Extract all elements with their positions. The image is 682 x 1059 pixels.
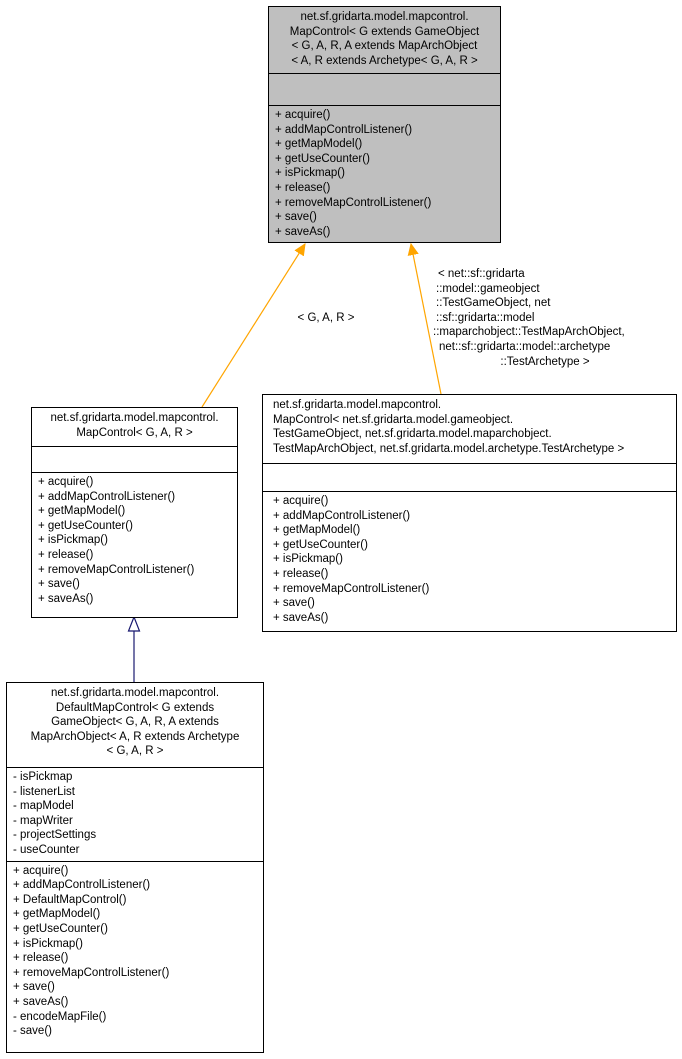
edge-label-bound: < G, A, R > [297,312,355,324]
methods-section: + acquire() + addMapControlListener() + … [32,472,237,609]
edge-label-line: ::TestArchetype > [500,355,590,368]
method: + saveAs() [38,592,94,605]
method: + isPickmap() [13,937,83,950]
method: + getMapModel() [38,505,126,518]
methods-section: + acquire() + addMapControlListener() + … [7,860,263,1042]
method: + getUseCounter() [275,152,370,165]
method: + getMapModel() [275,138,363,151]
method: + release() [13,952,69,965]
method: + save() [275,211,317,224]
method: + getUseCounter() [273,538,368,551]
methods-section: + acquire() + addMapControlListener() + … [269,105,500,242]
method: + getMapModel() [273,524,361,537]
inheritance-arrowhead [127,615,141,632]
method: + saveAs() [273,611,329,624]
method: + getMapModel() [13,908,101,921]
method: + saveAs() [275,225,331,238]
method: + getUseCounter() [38,519,133,532]
method: + isPickmap() [273,553,343,566]
edge-label-test: < net::sf::gridarta ::model::gameobject … [425,267,665,369]
method: + addMapControlListener() [275,123,413,136]
method: - save() [13,1025,52,1038]
method: + save() [273,597,315,610]
title-line: MapControl< G, A, R > [76,426,193,439]
template-edge-bound [201,244,305,408]
class-mapcontrol-template[interactable]: net.sf.gridarta.model.mapcontrol. MapCon… [268,6,501,243]
title-line: TestGameObject, net.sf.gridarta.model.ma… [273,428,552,441]
title-line: MapArchObject< A, R extends Archetype [30,730,240,743]
title-line: GameObject< G, A, R, A extends [51,716,219,729]
method: + save() [38,578,80,591]
method: + acquire() [13,864,69,877]
attributes-section [32,446,237,472]
title-line: MapControl< net.sf.gridarta.model.gameob… [273,413,514,426]
attributes-section [263,463,676,491]
attribute: - isPickmap [13,771,73,783]
edge-label-line: ::sf::gridarta::model [436,311,535,324]
attributes-section: - isPickmap - listenerList - mapModel - … [7,767,263,861]
title-line: MapControl< G extends GameObject [289,25,480,38]
methods-section: + acquire() + addMapControlListener() + … [263,491,676,628]
class-title: net.sf.gridarta.model.mapcontrol. MapCon… [263,395,676,463]
edge-label-line: < net::sf::gridarta [438,268,525,280]
attribute: - useCounter [13,843,80,856]
method: - encodeMapFile() [13,1010,107,1023]
class-defaultmapcontrol[interactable]: net.sf.gridarta.model.mapcontrol. Defaul… [6,682,264,1053]
edge-label-line: net::sf::gridarta::model::archetype [439,340,611,353]
attribute: - projectSettings [13,829,97,842]
method: + acquire() [38,476,94,488]
method: + DefaultMapControl() [13,893,127,906]
method: + removeMapControlListener() [38,563,195,576]
method: + removeMapControlListener() [273,582,430,595]
method: + isPickmap() [275,167,345,180]
title-line: net.sf.gridarta.model.mapcontrol. [50,687,220,699]
method: + release() [273,567,329,580]
edge-label-line: ::TestGameObject, net [436,297,551,310]
edge-label-line: ::model::gameobject [436,282,540,295]
title-line: net.sf.gridarta.model.mapcontrol. [273,399,442,411]
method: + addMapControlListener() [38,490,176,503]
title-line: net.sf.gridarta.model.mapcontrol. [300,11,469,23]
edge-label-line: ::maparchobject::TestMapArchObject, [433,326,625,339]
attribute: - mapWriter [13,814,73,827]
class-mapcontrol-test[interactable]: net.sf.gridarta.model.mapcontrol. MapCon… [262,394,677,632]
title-line: net.sf.gridarta.model.mapcontrol. [50,412,219,424]
title-line: < G, A, R > [106,745,164,758]
template-edge-test [411,244,442,395]
method: + saveAs() [13,995,69,1008]
class-mapcontrol-bound[interactable]: net.sf.gridarta.model.mapcontrol. MapCon… [31,407,238,618]
method: + removeMapControlListener() [13,966,170,979]
method: + isPickmap() [38,534,108,547]
class-title: net.sf.gridarta.model.mapcontrol. MapCon… [269,7,500,73]
method: + save() [13,981,55,994]
title-line: < G, A, R, A extends MapArchObject [291,40,478,53]
title-line: < A, R extends Archetype< G, A, R > [291,54,478,67]
title-line: DefaultMapControl< G extends [55,701,215,714]
class-title: net.sf.gridarta.model.mapcontrol. Defaul… [7,683,263,767]
attribute: - mapModel [13,800,74,813]
attributes-section [269,73,500,105]
method: + acquire() [275,109,331,121]
method: + release() [38,548,94,561]
attribute: - listenerList [13,785,75,798]
method: + release() [275,181,331,194]
method: + acquire() [273,495,329,507]
class-title: net.sf.gridarta.model.mapcontrol. MapCon… [32,408,237,446]
method: + addMapControlListener() [273,509,411,522]
method: + removeMapControlListener() [275,196,432,209]
method: + getUseCounter() [13,922,108,935]
method: + addMapControlListener() [13,879,151,892]
title-line: TestMapArchObject, net.sf.gridarta.model… [273,442,625,455]
